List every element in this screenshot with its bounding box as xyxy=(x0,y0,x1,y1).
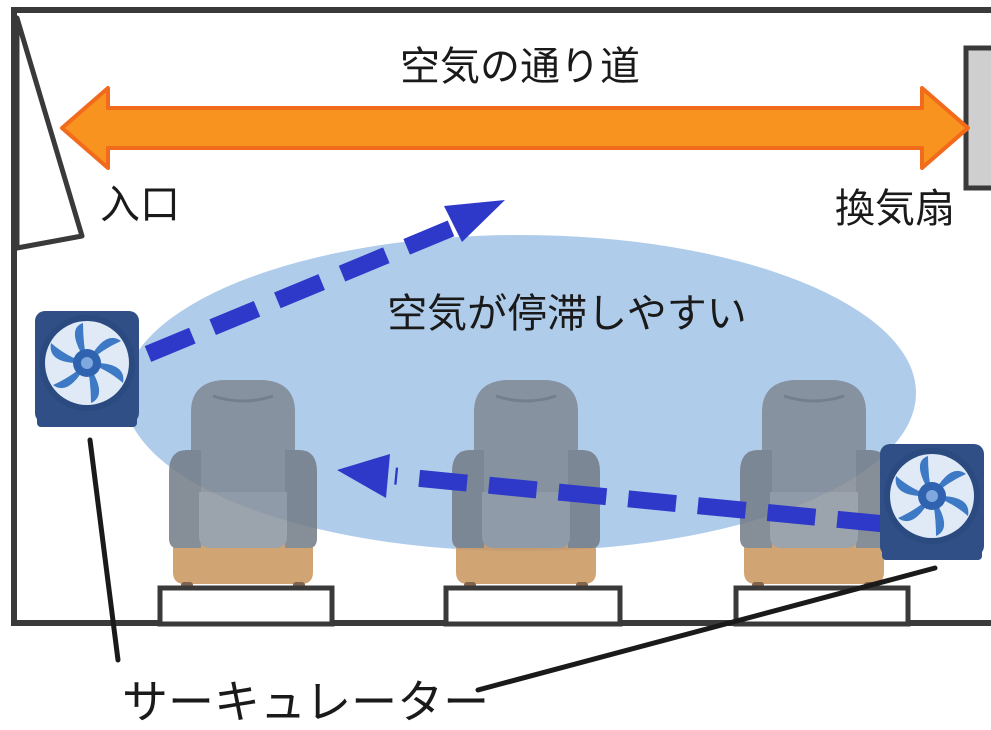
air-path-label: 空気の通り道 xyxy=(400,44,640,90)
exhaust-fan-unit xyxy=(963,45,991,191)
chair-left xyxy=(167,378,319,598)
airflow-arrow-upper xyxy=(144,200,505,362)
circulator-label: サーキュレーター xyxy=(122,675,489,729)
entrance-label: 入口 xyxy=(100,182,180,228)
circulator-leader-lines xyxy=(87,437,938,693)
chair-right xyxy=(738,378,890,598)
circulator-fan-left xyxy=(35,311,139,427)
airflow-arrow-lower xyxy=(337,454,886,533)
air-path-arrow xyxy=(60,86,970,170)
floor-rails xyxy=(157,585,911,627)
circulator-fan-right xyxy=(880,444,984,560)
stagnant-air-label: 空気が停滞しやすい xyxy=(387,291,747,337)
exhaust-fan-label: 換気扇 xyxy=(835,186,955,232)
entrance-door xyxy=(14,15,85,251)
